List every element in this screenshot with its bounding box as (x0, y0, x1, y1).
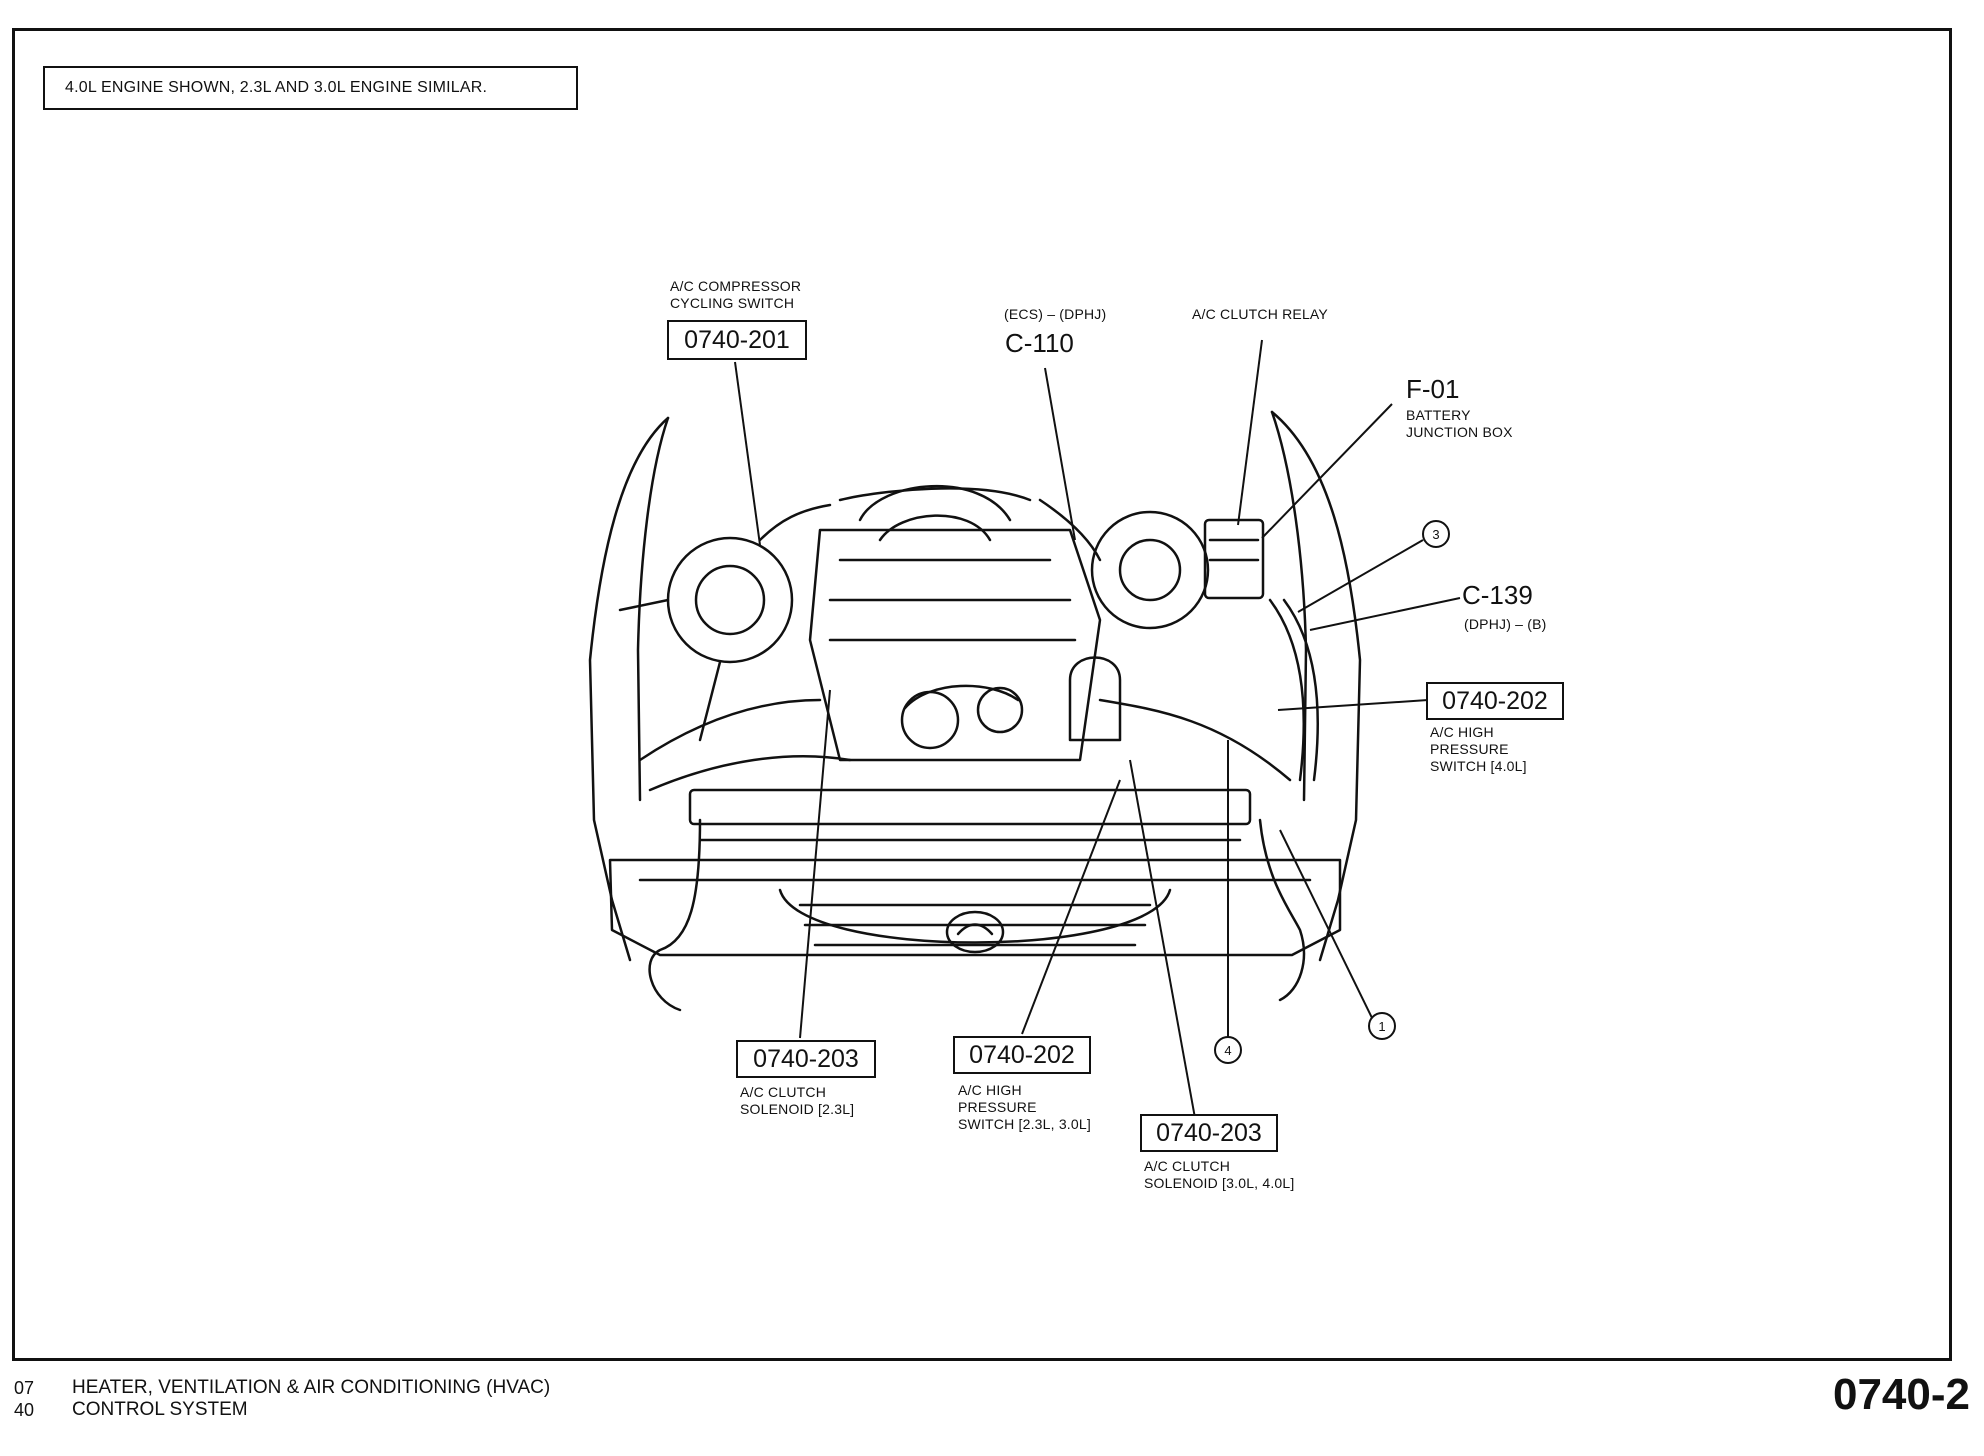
diagram-frame (12, 28, 1952, 1361)
clutch-solenoid-23-code: 0740-203 (736, 1040, 876, 1078)
clutch-solenoid-23-line1: A/C CLUTCH (740, 1084, 827, 1100)
f01-label: BATTERY JUNCTION BOX (1406, 407, 1513, 441)
clutch-solenoid-30-40-code: 0740-203 (1140, 1114, 1278, 1152)
clutch-solenoid-30-40-line2: SOLENOID [3.0L, 4.0L] (1144, 1175, 1295, 1191)
high-pressure-23-30-code: 0740-202 (953, 1036, 1091, 1074)
callout-1: 1 (1368, 1012, 1396, 1040)
f01-line2: JUNCTION BOX (1406, 424, 1513, 440)
clutch-solenoid-23-label: A/C CLUTCH SOLENOID [2.3L] (740, 1084, 854, 1118)
callout-3: 3 (1422, 520, 1450, 548)
c139-code: C-139 (1462, 580, 1533, 610)
callout-4: 4 (1214, 1036, 1242, 1064)
f01-code: F-01 (1406, 374, 1460, 404)
compressor-switch-code: 0740-201 (667, 320, 807, 360)
high-pressure-40-line2: PRESSURE (1430, 741, 1509, 757)
engine-note: 4.0L ENGINE SHOWN, 2.3L AND 3.0L ENGINE … (43, 66, 578, 110)
clutch-solenoid-23-line2: SOLENOID [2.3L] (740, 1101, 855, 1117)
high-pressure-23-30-line1: A/C HIGH (958, 1082, 1022, 1098)
c110-code: C-110 (1005, 328, 1074, 358)
high-pressure-40-line1: A/C HIGH (1430, 724, 1494, 740)
compressor-switch-label: A/C COMPRESSOR CYCLING SWITCH (670, 278, 801, 312)
high-pressure-23-30-label: A/C HIGH PRESSURE SWITCH [2.3L, 3.0L] (958, 1082, 1091, 1133)
compressor-switch-line2: CYCLING SWITCH (670, 295, 795, 311)
high-pressure-23-30-line3: SWITCH [2.3L, 3.0L] (958, 1116, 1091, 1132)
clutch-solenoid-30-40-line1: A/C CLUTCH (1144, 1158, 1231, 1174)
high-pressure-40-code: 0740-202 (1426, 682, 1564, 720)
page-number: 0740-2 (1832, 1370, 1970, 1419)
high-pressure-23-30-line2: PRESSURE (958, 1099, 1037, 1115)
footer-subsection-num: 40 (14, 1400, 35, 1420)
footer-section-num: 07 (14, 1378, 35, 1398)
c110-sub: (ECS) – (DPHJ) (1004, 306, 1107, 322)
clutch-solenoid-30-40-label: A/C CLUTCH SOLENOID [3.0L, 4.0L] (1144, 1158, 1295, 1192)
footer-subsection-title: CONTROL SYSTEM (72, 1399, 248, 1420)
footer-section-title: HEATER, VENTILATION & AIR CONDITIONING (… (72, 1377, 551, 1398)
f01-line1: BATTERY (1406, 407, 1471, 423)
high-pressure-40-label: A/C HIGH PRESSURE SWITCH [4.0L] (1430, 724, 1527, 775)
clutch-relay-label: A/C CLUTCH RELAY (1192, 306, 1328, 322)
compressor-switch-line1: A/C COMPRESSOR (670, 278, 802, 294)
high-pressure-40-line3: SWITCH [4.0L] (1430, 758, 1527, 774)
c139-sub: (DPHJ) – (B) (1464, 616, 1547, 632)
